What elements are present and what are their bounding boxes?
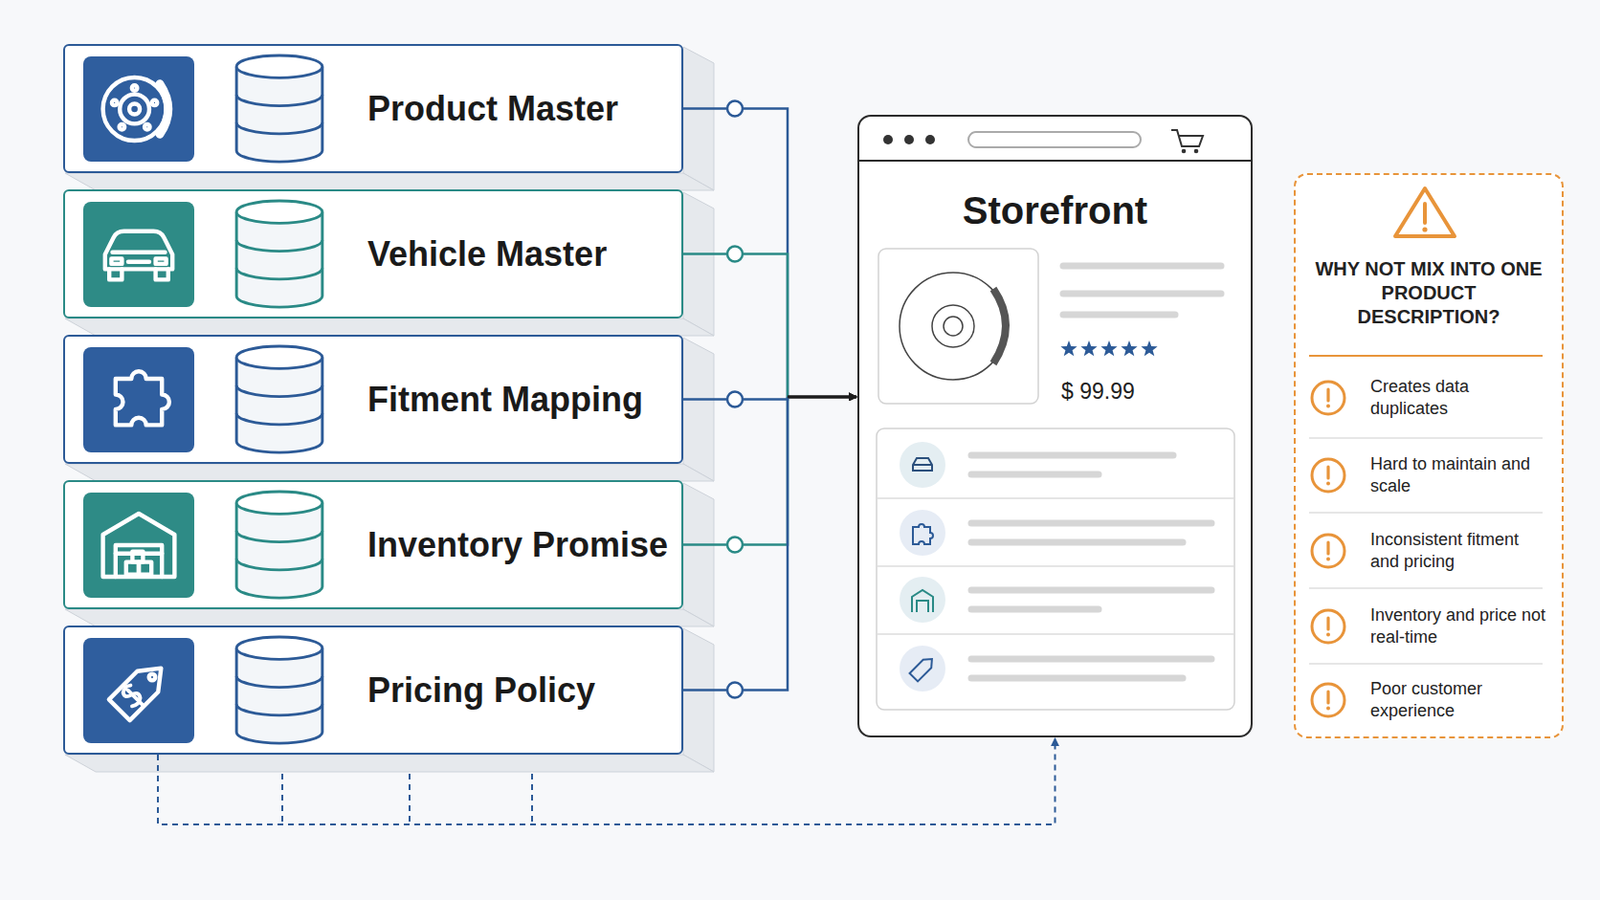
connector: [683, 101, 857, 398]
callout-row: Inconsistent fitment and pricing: [1370, 512, 1547, 589]
icon-tile: [83, 347, 195, 453]
dashed-tick: [531, 774, 534, 825]
connector-line: [683, 397, 788, 546]
connector-node-dot: [727, 683, 743, 699]
database-cylinder: [232, 199, 327, 312]
band-label: Vehicle Master: [367, 234, 607, 275]
data-store-band: Pricing Policy: [63, 625, 684, 756]
band-label: Pricing Policy: [367, 670, 596, 712]
callout-row: Inventory and price not real-time: [1370, 588, 1547, 665]
dashed-tick: [408, 774, 411, 825]
cylinder-shape: [232, 199, 327, 312]
database-cylinder: [232, 635, 327, 748]
connector: [683, 397, 857, 699]
connector-line: [787, 396, 857, 400]
data-store-band: Fitment Mapping: [63, 334, 684, 465]
data-store-band: Inventory Promise: [63, 480, 684, 610]
band-icon: [83, 638, 195, 744]
band-icon: [83, 201, 195, 308]
storefront-window: Storefront $ 99.99: [857, 114, 1253, 738]
connector-node-dot: [727, 246, 743, 263]
connector-line: [683, 254, 788, 398]
callout-title: WHY NOT MIX INTO ONE PRODUCT DESCRIPTION…: [1314, 257, 1543, 330]
callout-item: Poor customer experience: [1370, 678, 1547, 723]
band-icon: [83, 492, 195, 599]
icon-tile: [83, 56, 195, 162]
connector-line: [787, 396, 857, 400]
callout-row: Poor customer experience: [1370, 664, 1547, 737]
database-cylinder: [232, 489, 327, 602]
band-label: Inventory Promise: [367, 525, 668, 566]
cylinder-shape: [232, 53, 327, 166]
price-text: $ 99.99: [1061, 378, 1135, 405]
data-store-band: Product Master: [63, 44, 684, 174]
band-icon: [83, 56, 195, 162]
callout-item: Hard to maintain and scale: [1370, 453, 1547, 498]
band-icon: [83, 347, 195, 453]
callout-item: Creates data duplicates: [1370, 376, 1547, 421]
cylinder-shape: [232, 635, 327, 748]
dashed-tick: [281, 774, 284, 825]
cylinder-shape: [232, 344, 327, 457]
icon-tile: [83, 638, 195, 744]
connector-node-dot: [727, 101, 743, 117]
data-store-band: Vehicle Master: [63, 189, 684, 319]
connector: [683, 392, 857, 408]
database-cylinder: [232, 344, 327, 457]
callout-row: Hard to maintain and scale: [1370, 438, 1547, 513]
callout-row: Creates data duplicates: [1370, 357, 1547, 439]
connector-line: [787, 396, 857, 400]
warning-callout: WHY NOT MIX INTO ONE PRODUCT DESCRIPTION…: [1293, 173, 1564, 739]
connector-node-dot: [727, 392, 743, 408]
callout-item: Inconsistent fitment and pricing: [1370, 529, 1547, 574]
icon-tile: [83, 201, 195, 308]
band-label: Fitment Mapping: [367, 379, 644, 421]
callout-item: Inventory and price not real-time: [1370, 604, 1547, 649]
connector-line: [787, 396, 857, 400]
storefront-title: Storefront: [859, 189, 1251, 233]
connector-line: [683, 397, 788, 691]
cylinder-shape: [232, 489, 327, 602]
connector: [683, 246, 857, 398]
band-label: Product Master: [367, 88, 619, 130]
database-cylinder: [232, 53, 327, 166]
connector-line: [787, 396, 857, 400]
connector: [683, 397, 857, 554]
icon-tile: [83, 492, 195, 599]
connector-node-dot: [727, 537, 743, 554]
connector-line: [683, 109, 788, 398]
